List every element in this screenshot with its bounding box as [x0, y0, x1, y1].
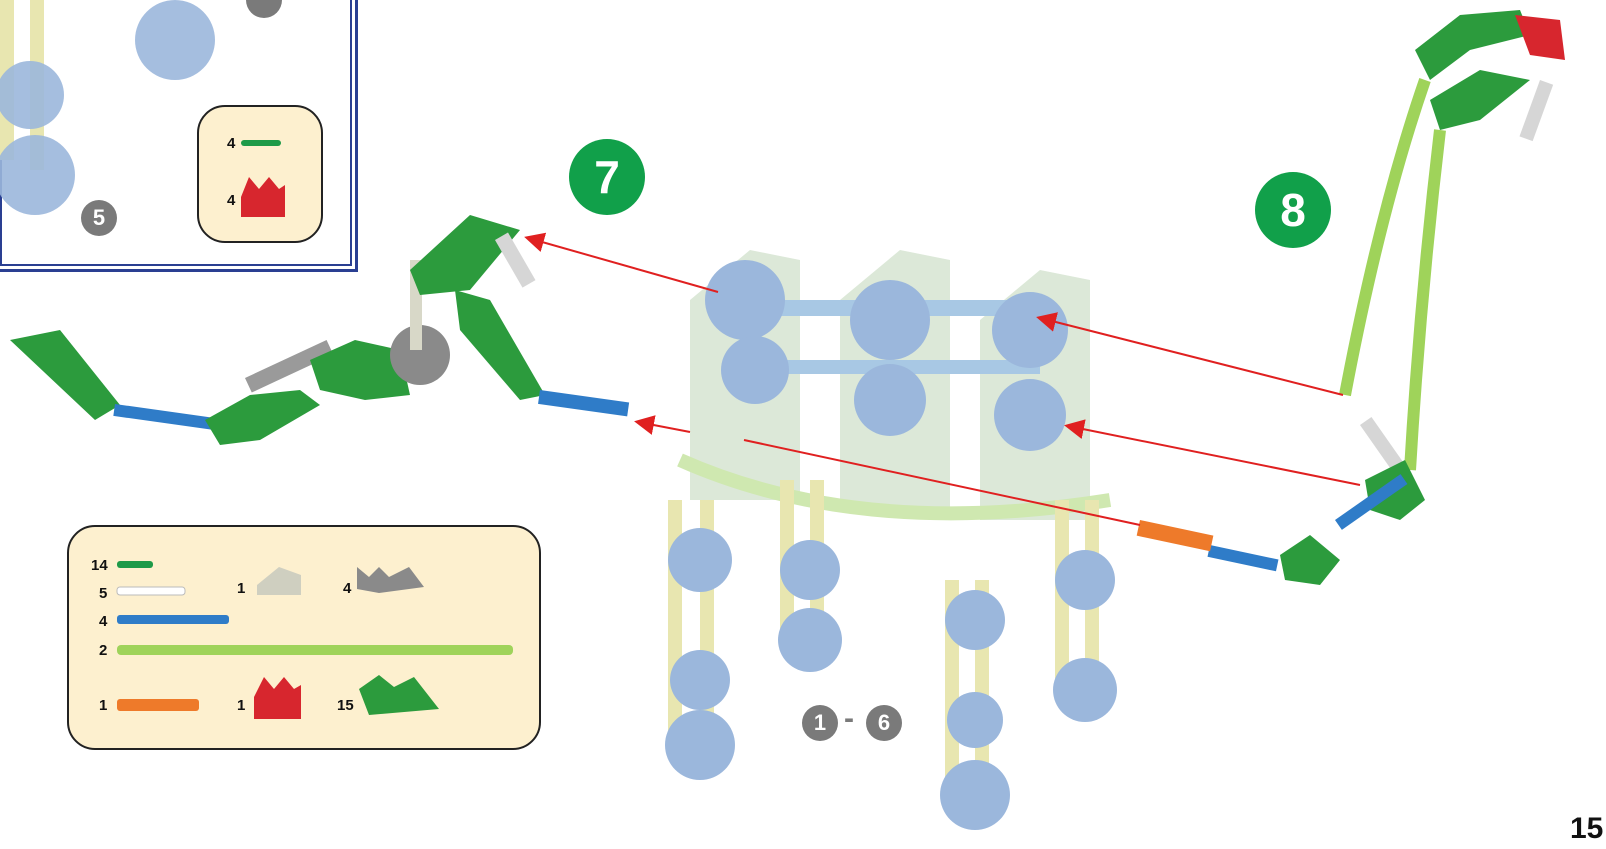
connector-green-qty: 15 — [337, 697, 354, 714]
arrow-to-neck-bottom — [634, 415, 691, 435]
step-7-badge: 7 — [569, 139, 645, 215]
rod-blue-qty: 4 — [99, 613, 108, 630]
connector-gray-qty: 4 — [343, 580, 352, 597]
arrow-from-right-top — [1036, 312, 1344, 396]
rod-lime-qty: 2 — [99, 642, 108, 659]
step-6-badge-partial — [246, 0, 282, 18]
right-neck-assembly — [1136, 10, 1565, 585]
green-rod-icon — [117, 561, 153, 568]
step-range-end-badge: 6 — [866, 705, 902, 741]
parts-list-icons — [116, 561, 513, 719]
connector-red-qty: 1 — [237, 697, 246, 714]
lime-rod-icon — [117, 645, 513, 655]
white-rod-icon — [116, 586, 186, 596]
step-range-separator: - — [844, 702, 854, 735]
gray-connector-icon — [357, 567, 424, 593]
orange-rod-icon — [117, 699, 199, 711]
green-rod-icon — [241, 140, 281, 146]
previous-leg-icon — [0, 0, 215, 215]
connector-lightgray-qty: 1 — [237, 580, 246, 597]
previous-parts-box: 4 4 — [197, 105, 323, 243]
prev-connector-red-qty: 4 — [227, 192, 236, 209]
body-frame — [665, 250, 1117, 830]
step-range-start-badge: 1 — [802, 705, 838, 741]
arrow-from-tail — [743, 439, 1141, 526]
rod-white-qty: 5 — [99, 585, 108, 602]
rod-green-qty: 14 — [91, 557, 108, 574]
page-number: 15 — [1570, 812, 1604, 845]
arrow-to-neck-top — [524, 232, 719, 293]
red-connector-icon — [254, 677, 301, 719]
rod-orange-qty: 1 — [99, 697, 108, 714]
lightgray-connector-icon — [257, 567, 301, 595]
arrow-from-right-middle — [1064, 419, 1361, 486]
green-connector-icon — [359, 675, 439, 715]
left-tail-assembly — [10, 215, 630, 445]
red-connector-icon — [241, 177, 285, 217]
step-8-badge: 8 — [1255, 172, 1331, 248]
step-5-badge: 5 — [81, 200, 117, 236]
blue-rod-icon — [117, 615, 229, 624]
prev-parts-icons — [241, 140, 285, 217]
prev-rod-green-qty: 4 — [227, 135, 236, 152]
parts-list-box: 14 5 4 2 1 1 4 1 15 — [67, 525, 541, 750]
assembly-arrows — [524, 232, 1361, 526]
